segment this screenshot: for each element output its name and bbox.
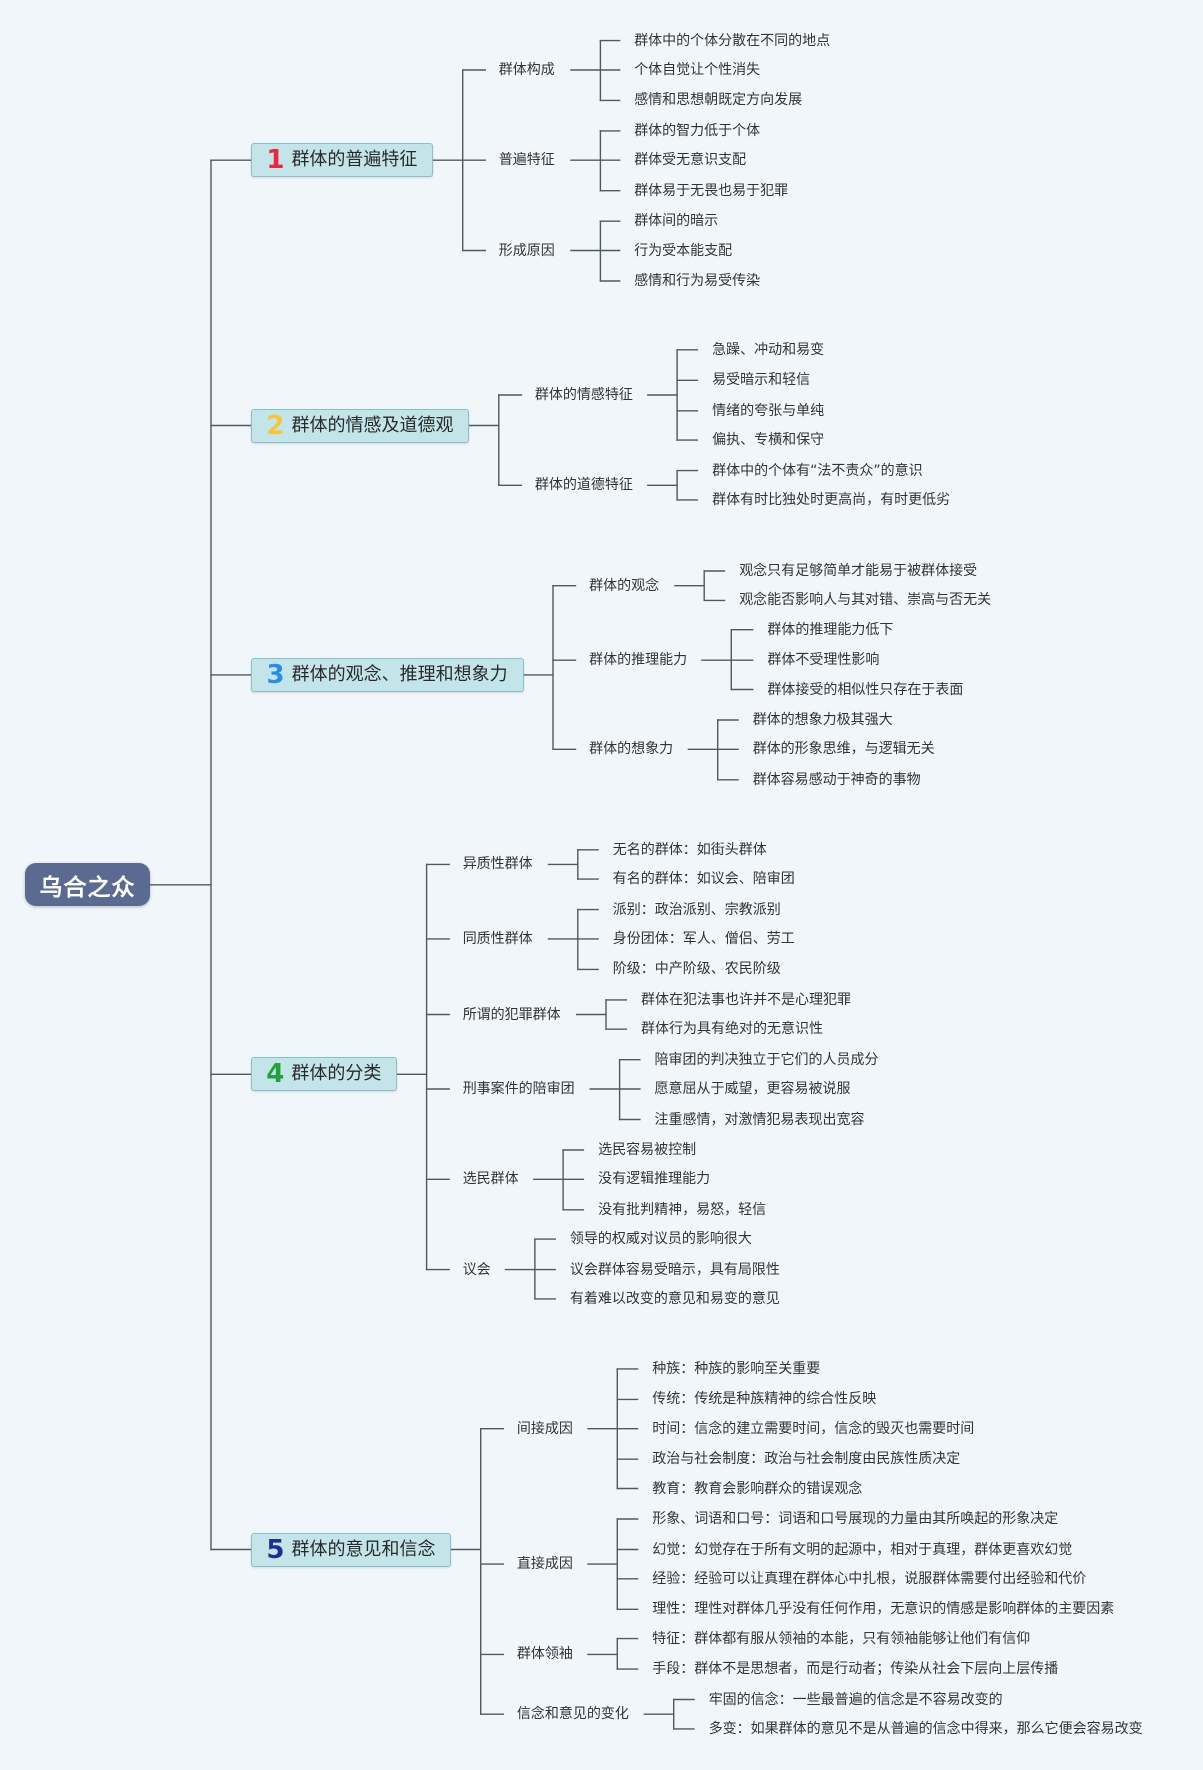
leaf-node: 观念只有足够简单才能易于被群体接受 xyxy=(739,563,978,579)
leaf-node: 群体中的个体有“法不责众”的意识 xyxy=(712,462,923,479)
leaf-node: 牢固的信念：一些最普遍的信念是不容易改变的 xyxy=(708,1691,1003,1708)
leaf-node: 群体受无意识支配 xyxy=(634,152,747,169)
leaf-node: 选民容易被控制 xyxy=(598,1142,697,1158)
leaf-node: 群体的形象思维，与逻辑无关 xyxy=(752,741,935,758)
leaf-node: 愿意屈从于威望，更容易被说服 xyxy=(654,1081,851,1097)
leaf-node: 行为受本能支配 xyxy=(634,242,733,259)
topic-node: 群体构成 xyxy=(498,62,555,78)
leaf-node: 议会群体容易受暗示，具有局限性 xyxy=(569,1261,780,1278)
leaf-node: 观念能否影响人与其对错、崇高与否无关 xyxy=(739,592,992,609)
topic-node: 同质性群体 xyxy=(462,930,533,947)
topic-node: 普遍特征 xyxy=(498,152,555,169)
leaf-node: 阶级：中产阶级、农民阶级 xyxy=(612,961,781,978)
leaf-node: 易受暗示和轻信 xyxy=(712,372,811,389)
topic-node: 群体的推理能力 xyxy=(589,652,688,669)
leaf-node: 急躁、冲动和易变 xyxy=(712,341,825,358)
leaf-node: 个体自觉让个性消失 xyxy=(634,62,761,78)
branch-label: 群体的观念、推理和想象力 xyxy=(291,663,508,685)
leaf-node: 群体中的个体分散在不同的地点 xyxy=(634,32,831,49)
branch-label: 群体的意见和信念 xyxy=(291,1538,436,1560)
topic-node: 刑事案件的陪审团 xyxy=(462,1081,575,1097)
branch-node-5: 5 群体的意见和信念 xyxy=(250,1532,452,1567)
leaf-node: 没有逻辑推理能力 xyxy=(598,1171,711,1188)
leaf-node: 注重感情，对激情犯易表现出宽容 xyxy=(654,1111,865,1128)
leaf-node: 特征：群体都有服从领袖的本能，只有领袖能够让他们有信仰 xyxy=(652,1630,1031,1647)
topic-node: 选民群体 xyxy=(462,1171,519,1188)
leaf-node: 派别：政治派别、宗教派别 xyxy=(612,901,781,918)
leaf-node: 理性：理性对群体几乎没有任何作用，无意识的情感是影响群体的主要因素 xyxy=(652,1601,1115,1618)
leaf-node: 群体行为具有绝对的无意识性 xyxy=(641,1021,823,1038)
leaf-node: 幻觉：幻觉存在于所有文明的起源中，相对于真理，群体更喜欢幻觉 xyxy=(652,1541,1073,1558)
leaf-node: 没有批判精神，易怒，轻信 xyxy=(598,1201,767,1218)
branch-node-1: 1 群体的普遍特征 xyxy=(250,143,434,178)
leaf-node: 政治与社会制度：政治与社会制度由民族性质决定 xyxy=(652,1451,961,1468)
leaf-node: 陪审团的判决独立于它们的人员成分 xyxy=(654,1051,879,1068)
leaf-node: 偏执、专横和保守 xyxy=(712,432,825,449)
leaf-node: 教育：教育会影响群众的错误观念 xyxy=(652,1480,863,1497)
leaf-node: 群体间的暗示 xyxy=(634,213,719,230)
leaf-node: 种族：种族的影响至关重要 xyxy=(652,1360,821,1377)
leaf-node: 经验：经验可以让真理在群体心中扎根，说服群体需要付出经验和代价 xyxy=(652,1570,1087,1587)
topic-node: 间接成因 xyxy=(516,1420,573,1437)
leaf-node: 情绪的夸张与单纯 xyxy=(712,402,825,419)
topic-node: 信念和意见的变化 xyxy=(516,1706,629,1723)
leaf-node: 有名的群体：如议会、陪审团 xyxy=(612,871,795,888)
leaf-node: 领导的权威对议员的影响很大 xyxy=(569,1231,752,1248)
topic-node: 群体的观念 xyxy=(589,577,660,594)
branch-node-4: 4 群体的分类 xyxy=(250,1057,398,1092)
topic-node: 议会 xyxy=(462,1261,491,1278)
branch-node-3: 3 群体的观念、推理和想象力 xyxy=(250,657,524,692)
topic-node: 所谓的犯罪群体 xyxy=(462,1006,561,1023)
leaf-node: 群体有时比独处时更高尚，有时更低劣 xyxy=(712,491,951,508)
leaf-node: 群体在犯法事也许并不是心理犯罪 xyxy=(641,991,851,1008)
branch-number: 1 xyxy=(266,145,285,176)
branch-label: 群体的分类 xyxy=(291,1063,382,1085)
topic-node: 群体的道德特征 xyxy=(534,477,633,494)
leaf-node: 群体的智力低于个体 xyxy=(634,122,761,139)
leaf-node: 多变：如果群体的意见不是从普遍的信念中得来，那么它便会容易改变 xyxy=(708,1720,1143,1737)
leaf-node: 无名的群体：如街头群体 xyxy=(612,841,767,858)
root-node: 乌合之众 xyxy=(25,863,150,906)
leaf-node: 传统：传统是种族精神的综合性反映 xyxy=(652,1391,877,1408)
leaf-node: 感情和行为易受传染 xyxy=(634,273,761,289)
leaf-node: 群体易于无畏也易于犯罪 xyxy=(634,182,789,199)
leaf-node: 手段：群体不是思想者，而是行动者；传染从社会下层向上层传播 xyxy=(652,1661,1059,1678)
topic-node: 群体的情感特征 xyxy=(534,387,633,403)
branch-label: 群体的情感及道德观 xyxy=(291,414,454,436)
leaf-node: 群体不受理性影响 xyxy=(767,652,880,669)
branch-number: 2 xyxy=(266,410,285,441)
topic-node: 直接成因 xyxy=(516,1556,573,1573)
leaf-node: 群体的想象力极其强大 xyxy=(752,712,893,728)
topic-node: 形成原因 xyxy=(498,242,555,259)
branch-number: 3 xyxy=(266,659,285,690)
topic-node: 群体的想象力 xyxy=(589,741,674,758)
leaf-node: 群体容易感动于神奇的事物 xyxy=(752,771,921,788)
leaf-node: 身份团体：军人、僧侣、劳工 xyxy=(612,930,795,947)
leaf-node: 感情和思想朝既定方向发展 xyxy=(634,92,803,109)
branch-number: 4 xyxy=(266,1059,285,1090)
branch-node-2: 2 群体的情感及道德观 xyxy=(250,408,470,443)
leaf-node: 时间：信念的建立需要时间，信念的毁灭也需要时间 xyxy=(652,1420,975,1437)
branch-label: 群体的普遍特征 xyxy=(291,149,418,171)
leaf-node: 形象、词语和口号：词语和口号展现的力量由其所唤起的形象决定 xyxy=(652,1511,1059,1527)
branch-number: 5 xyxy=(266,1534,285,1565)
topic-node: 群体领袖 xyxy=(516,1646,573,1663)
topic-node: 异质性群体 xyxy=(462,856,533,873)
leaf-node: 群体的推理能力低下 xyxy=(767,621,894,638)
leaf-node: 群体接受的相似性只存在于表面 xyxy=(767,681,964,698)
leaf-node: 有着难以改变的意见和易变的意见 xyxy=(569,1290,780,1307)
